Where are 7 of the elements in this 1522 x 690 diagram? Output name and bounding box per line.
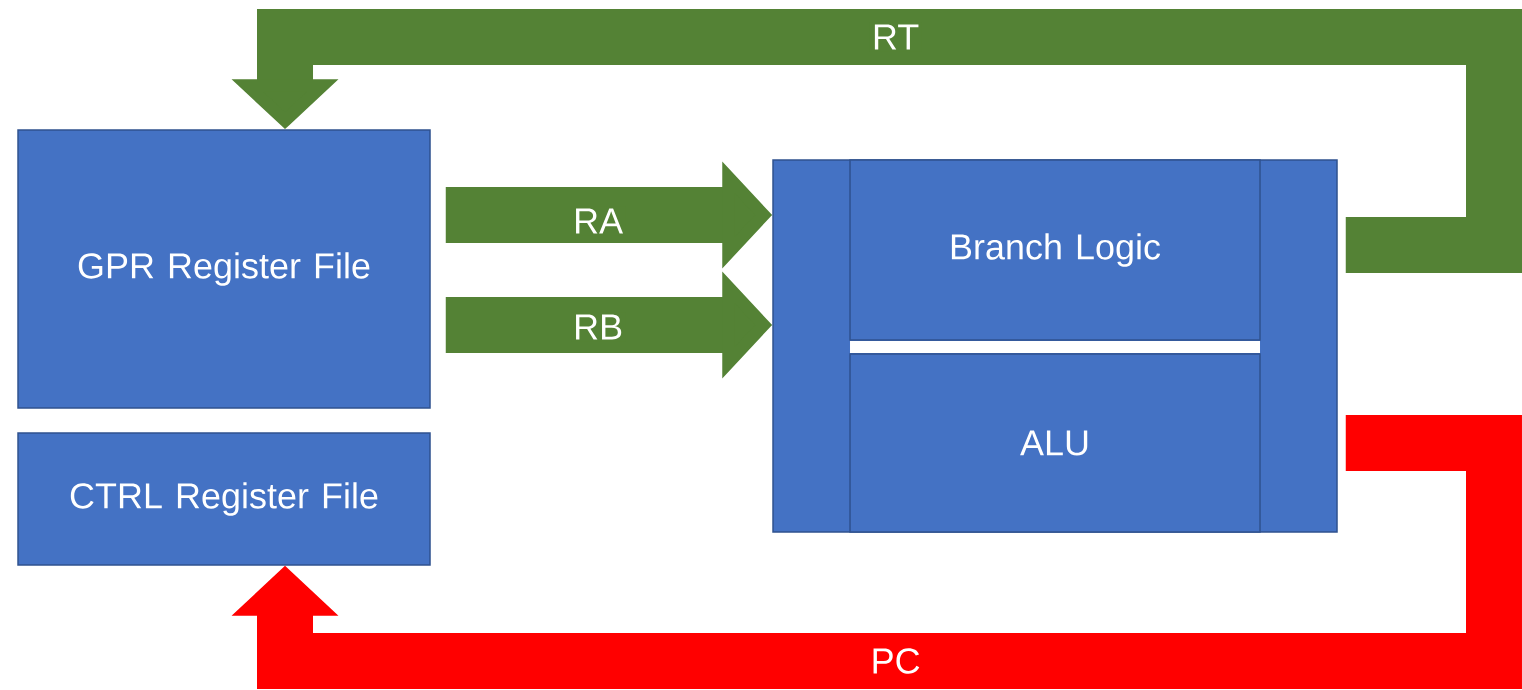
edge-label: PC <box>868 646 923 676</box>
logic-box: ALU <box>849 353 1261 533</box>
register-file-box: GPR Register File <box>17 129 431 409</box>
edge-label: RB <box>571 312 626 342</box>
logic-box: Branch Logic <box>849 159 1261 341</box>
register-file-box: CTRL Register File <box>17 432 431 566</box>
edge-label: RA <box>571 206 626 236</box>
